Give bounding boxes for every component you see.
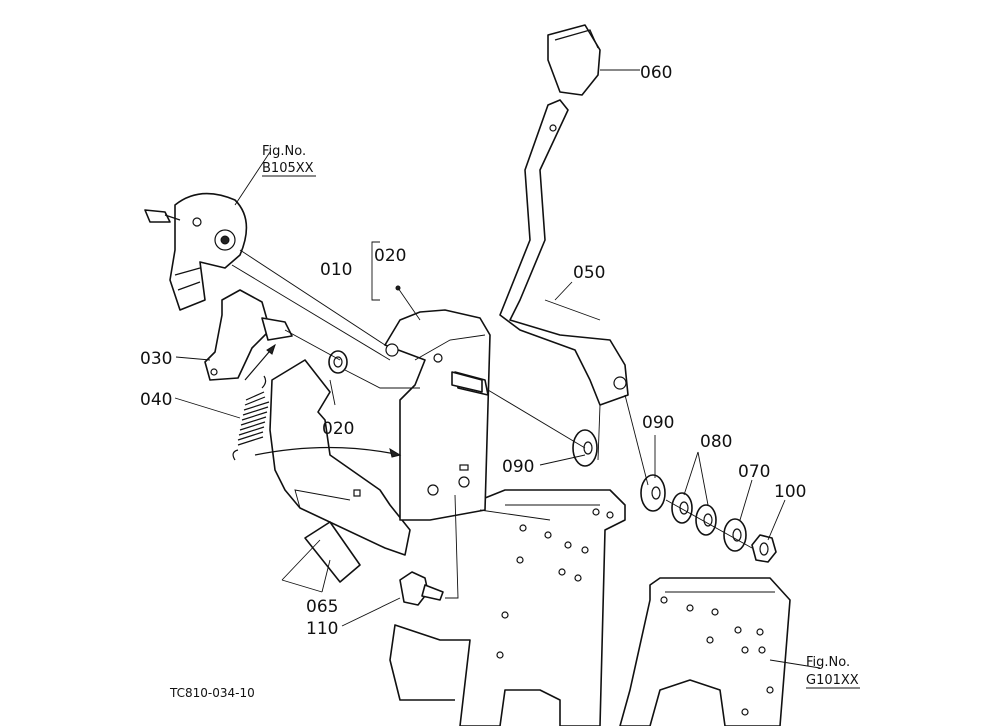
label-020-top: 020: [374, 246, 406, 266]
label-090-left: 090: [502, 457, 534, 477]
label-110: 110: [306, 619, 338, 639]
frame-front: [619, 577, 791, 726]
bracket-010: [384, 309, 491, 521]
shield-plate: [269, 359, 411, 556]
leader-lines: [174, 69, 821, 669]
fig-ref-bottom-line1: Fig.No.: [806, 655, 850, 670]
frame-rear: [389, 489, 626, 726]
label-065: 065: [306, 597, 338, 617]
bushing-020: [328, 350, 348, 374]
stud-bolt: [451, 371, 483, 393]
fig-ref-bottom-line2: G101XX: [806, 673, 859, 688]
label-010: 010: [320, 260, 352, 280]
assembly-lines: [231, 249, 753, 599]
label-030: 030: [140, 349, 172, 369]
knob-060: [547, 24, 601, 96]
diagram-id: TC810-034-10: [169, 686, 255, 700]
bolt-110: [399, 571, 444, 606]
washer-070: [723, 518, 747, 552]
label-100: 100: [774, 482, 806, 502]
spring-washer-080a: [671, 492, 693, 524]
washer-090b: [640, 474, 666, 512]
fig-ref-top: Fig.No. B105XX: [262, 144, 316, 177]
fig-ref-top-line2: B105XX: [262, 161, 314, 176]
label-020-bottom: 020: [322, 419, 354, 439]
fig-ref-bottom: Fig.No. G101XX: [806, 655, 860, 689]
label-090-right: 090: [642, 413, 674, 433]
label-050: 050: [573, 263, 605, 283]
label-060: 060: [640, 63, 672, 83]
label-070: 070: [738, 462, 770, 482]
fig-ref-top-line1: Fig.No.: [262, 144, 306, 159]
nut-100: [751, 534, 777, 563]
label-080: 080: [700, 432, 732, 452]
spring-040: [232, 375, 270, 461]
sensor-assembly: [144, 192, 248, 311]
lever-050: [499, 99, 629, 406]
clip-030: [204, 289, 293, 381]
spring-washer-080b: [695, 504, 717, 536]
label-040: 040: [140, 390, 172, 410]
